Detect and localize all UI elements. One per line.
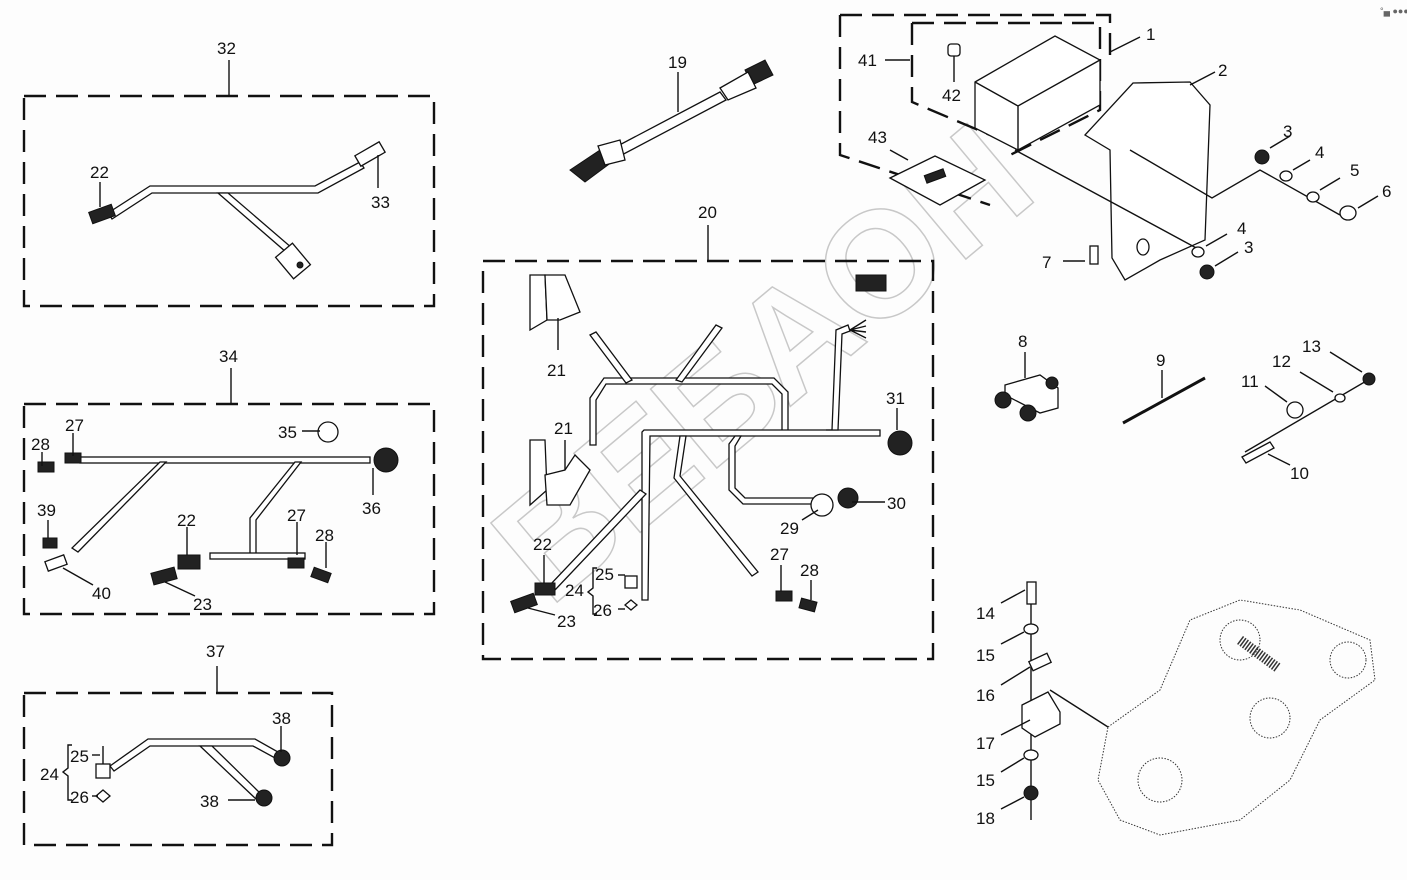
callout-21[interactable]: 21 xyxy=(554,419,573,438)
callout-32[interactable]: 32 xyxy=(217,39,236,58)
callout-36[interactable]: 36 xyxy=(362,499,381,518)
callout-21[interactable]: 21 xyxy=(547,361,566,380)
callout-20[interactable]: 20 xyxy=(698,203,717,222)
callout-18[interactable]: 18 xyxy=(976,809,995,828)
callout-3[interactable]: 3 xyxy=(1244,238,1253,257)
harness-group-34[interactable]: 34 27 28 35 36 39 40 22 xyxy=(22,347,436,616)
harness-group-32[interactable]: 32 22 33 xyxy=(22,39,436,308)
callout-6[interactable]: 6 xyxy=(1382,182,1391,201)
callout-27[interactable]: 27 xyxy=(770,545,789,564)
callout-9[interactable]: 9 xyxy=(1156,351,1165,370)
harness-34 xyxy=(37,421,399,586)
callout-2[interactable]: 2 xyxy=(1218,61,1227,80)
harness-37 xyxy=(95,738,291,807)
callout-7[interactable]: 7 xyxy=(1042,253,1051,272)
callout-15[interactable]: 15 xyxy=(976,771,995,790)
callout-16[interactable]: 16 xyxy=(976,686,995,705)
group-boundary xyxy=(22,691,334,847)
callout-22[interactable]: 22 xyxy=(533,535,552,554)
callout-26[interactable]: 26 xyxy=(593,601,612,620)
callout-17[interactable]: 17 xyxy=(976,734,995,753)
callout-43[interactable]: 43 xyxy=(868,128,887,147)
callout-37[interactable]: 37 xyxy=(206,642,225,661)
harness-group-37[interactable]: 37 25 24 26 38 38 xyxy=(22,642,334,847)
callout-28[interactable]: 28 xyxy=(315,526,334,545)
harness-32 xyxy=(88,140,387,280)
callout-3[interactable]: 3 xyxy=(1283,122,1292,141)
callout-41[interactable]: 41 xyxy=(858,51,877,70)
callout-11[interactable]: 11 xyxy=(1241,372,1259,391)
callout-27[interactable]: 27 xyxy=(287,506,306,525)
callout-19[interactable]: 19 xyxy=(668,53,687,72)
callout-5[interactable]: 5 xyxy=(1350,161,1359,180)
callout-42[interactable]: 42 xyxy=(942,86,961,105)
callout-24[interactable]: 24 xyxy=(565,581,584,600)
callout-23[interactable]: 23 xyxy=(557,612,576,631)
callout-25[interactable]: 25 xyxy=(70,747,89,766)
callout-22[interactable]: 22 xyxy=(177,511,196,530)
control-box xyxy=(974,35,1101,151)
callout-13[interactable]: 13 xyxy=(1302,337,1321,356)
callout-24[interactable]: 24 xyxy=(40,765,59,784)
callout-40[interactable]: 40 xyxy=(92,584,111,603)
harness-group-20[interactable]: 20 21 21 xyxy=(481,203,935,661)
callout-4[interactable]: 4 xyxy=(1315,143,1324,162)
callout-28[interactable]: 28 xyxy=(31,435,50,454)
callout-33[interactable]: 33 xyxy=(371,193,390,212)
corner-mark: °▄ ●●● xyxy=(1380,6,1407,17)
callout-4[interactable]: 4 xyxy=(1237,219,1246,238)
callout-1[interactable]: 1 xyxy=(1146,25,1155,44)
callout-39[interactable]: 39 xyxy=(37,501,56,520)
mounting-bracket xyxy=(1083,81,1211,281)
callout-27[interactable]: 27 xyxy=(65,416,84,435)
callout-10[interactable]: 10 xyxy=(1290,464,1309,483)
sensor-mount-14-18[interactable]: 14 15 16 17 15 18 xyxy=(976,581,1109,828)
callout-35[interactable]: 35 xyxy=(278,423,297,442)
callout-25[interactable]: 25 xyxy=(595,565,614,584)
callout-22[interactable]: 22 xyxy=(90,163,109,182)
callout-34[interactable]: 34 xyxy=(219,347,238,366)
control-box-assembly[interactable]: 41 42 1 43 2 3 4 5 6 7 4 3 xyxy=(838,13,1391,281)
callout-31[interactable]: 31 xyxy=(886,389,905,408)
callout-38[interactable]: 38 xyxy=(272,709,291,728)
group-boundary xyxy=(22,402,436,616)
callout-12[interactable]: 12 xyxy=(1272,352,1291,371)
callout-29[interactable]: 29 xyxy=(780,519,799,538)
callout-23[interactable]: 23 xyxy=(193,595,212,614)
callout-38[interactable]: 38 xyxy=(200,792,219,811)
circuit-board xyxy=(888,155,987,206)
callout-14[interactable]: 14 xyxy=(976,604,995,623)
clamp-assembly-10-13[interactable]: 11 12 13 10 xyxy=(1241,337,1376,483)
callout-15[interactable]: 15 xyxy=(976,646,995,665)
part-19-extension-cable[interactable]: 19 xyxy=(569,53,774,183)
callout-30[interactable]: 30 xyxy=(887,494,906,513)
part-9-cable-tie[interactable]: 9 xyxy=(1122,351,1206,425)
gearbox-housing xyxy=(1097,599,1376,836)
harness-20 xyxy=(510,274,913,614)
part-8-splitter[interactable]: 8 xyxy=(994,332,1059,422)
callout-28[interactable]: 28 xyxy=(800,561,819,580)
callout-8[interactable]: 8 xyxy=(1018,332,1027,351)
callout-26[interactable]: 26 xyxy=(70,788,89,807)
